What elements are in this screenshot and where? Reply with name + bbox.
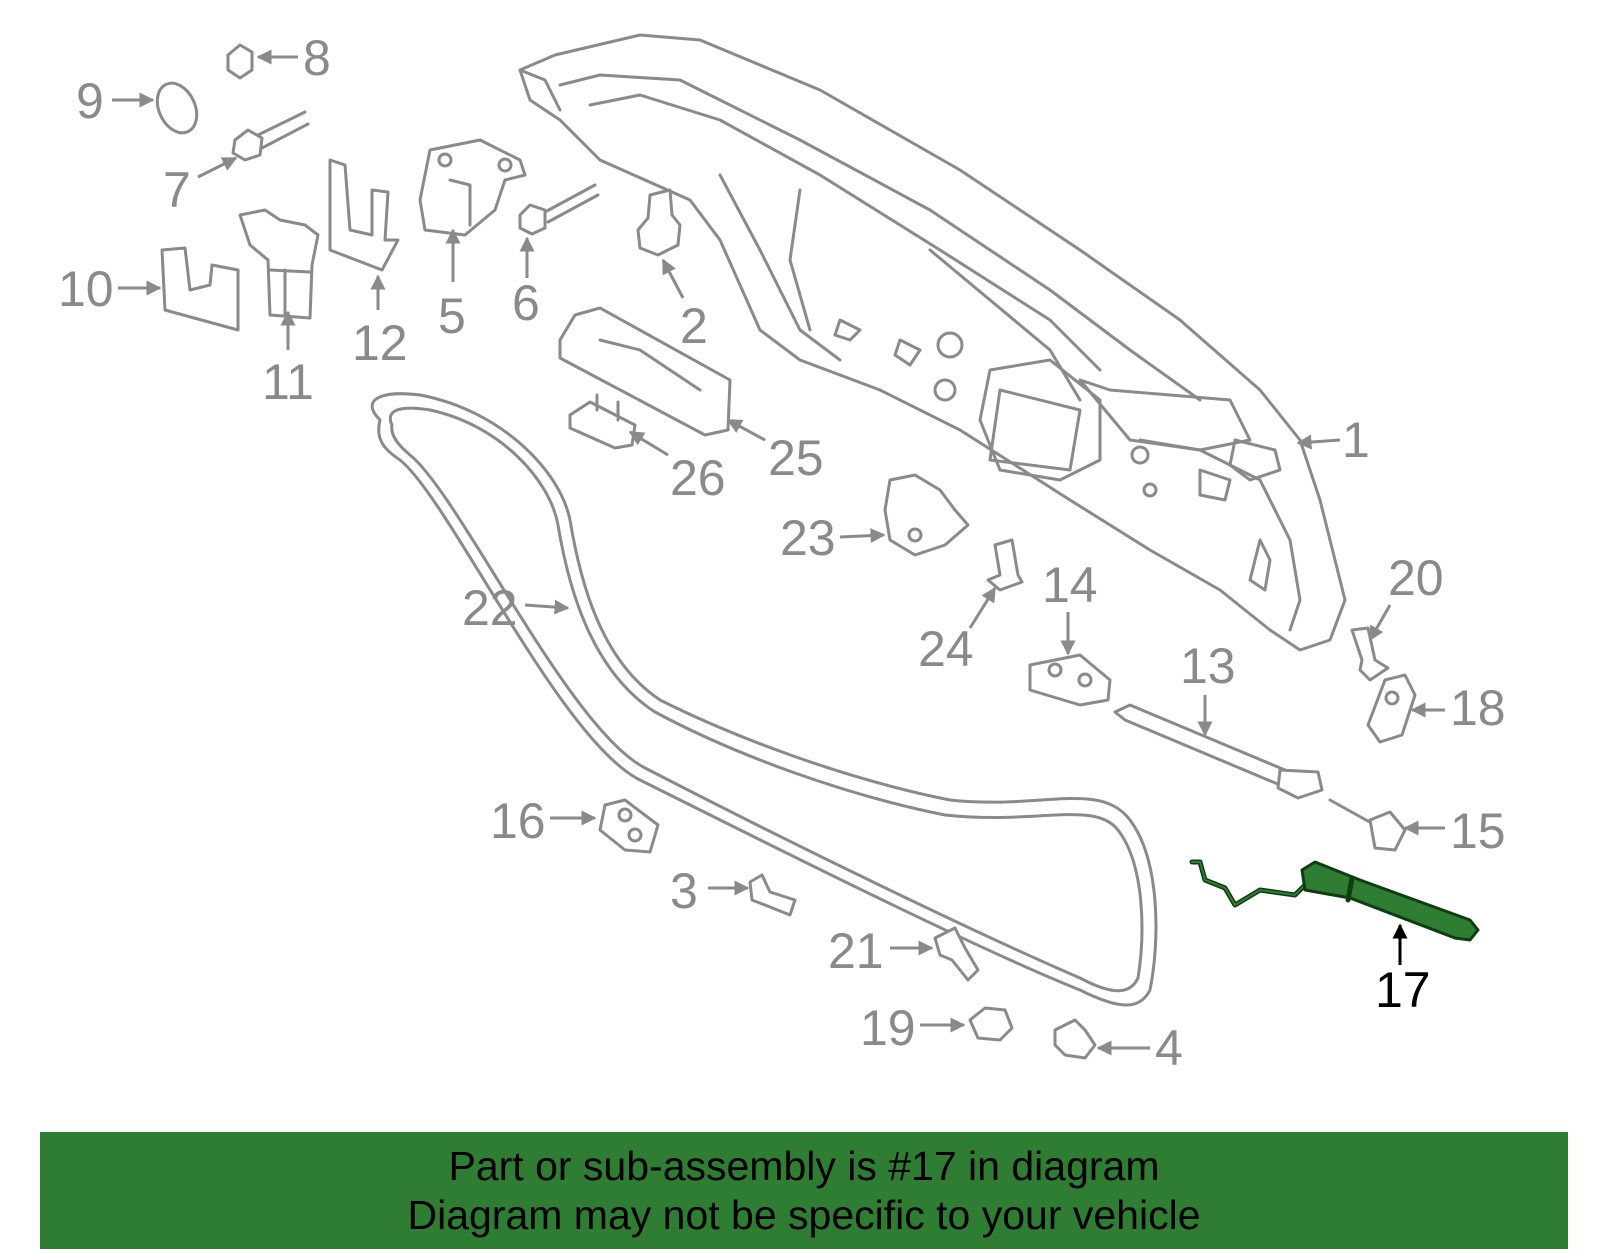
part-16-bumper (598, 798, 660, 854)
part-20-pin (1350, 626, 1390, 682)
callout-18: 18 (1450, 680, 1506, 736)
part-7-bolt (231, 110, 310, 162)
callout-9: 9 (76, 73, 104, 129)
part-10-bracket (160, 246, 240, 332)
callout-6: 6 (512, 275, 540, 331)
callout-3: 3 (670, 863, 698, 919)
footer-line-1: Part or sub-assembly is #17 in diagram (448, 1143, 1160, 1189)
callout-10: 10 (58, 261, 114, 317)
part-18-plate (1366, 673, 1417, 744)
part-9-o-ring (155, 81, 199, 135)
callout-2: 2 (680, 298, 708, 354)
callout-20: 20 (1388, 550, 1444, 606)
callout-13: 13 (1180, 638, 1236, 694)
part-8-cap (226, 43, 254, 80)
callout-21: 21 (828, 923, 884, 979)
footer-banner: Part or sub-assembly is #17 in diagram D… (40, 1132, 1568, 1249)
part-25-latch-housing (558, 306, 732, 437)
leader-arrows (112, 49, 1445, 1056)
callout-25: 25 (768, 430, 824, 486)
part-12-bracket (328, 158, 400, 272)
part-11-latch-bracket (238, 208, 320, 320)
callout-7: 7 (163, 162, 191, 218)
part-22-weatherstrip (370, 392, 1158, 1007)
part-2-bumper (636, 188, 682, 257)
callout-14: 14 (1042, 557, 1098, 613)
part-26-bracket (568, 393, 637, 450)
parts-diagram: 1 2 3 4 5 6 7 8 9 10 11 12 13 14 15 16 1… (58, 30, 1506, 1076)
callout-19: 19 (860, 1000, 916, 1056)
part-4-clip (1053, 1018, 1097, 1060)
part-1-trunk-lid (518, 33, 1347, 652)
callout-4: 4 (1155, 1020, 1183, 1076)
callout-22: 22 (462, 580, 518, 636)
callout-8: 8 (303, 30, 331, 86)
part-3-pin (748, 873, 797, 917)
part-19-clip (968, 1006, 1014, 1042)
callout-15: 15 (1450, 803, 1506, 859)
callout-26: 26 (670, 450, 726, 506)
part-5-hinge-bracket (418, 138, 527, 237)
part-13-strut (1113, 703, 1324, 800)
part-23-latch (883, 473, 970, 557)
callout-11: 11 (262, 354, 314, 410)
callout-1: 1 (1342, 412, 1370, 468)
part-15-ball-stud (1328, 798, 1407, 852)
footer-line-2: Diagram may not be specific to your vehi… (407, 1192, 1201, 1238)
part-6-bolt (518, 183, 600, 236)
part-17-power-strut[interactable] (1189, 859, 1480, 942)
part-14-bracket (1028, 653, 1112, 707)
callout-24: 24 (918, 621, 974, 677)
callout-16: 16 (490, 793, 546, 849)
callout-23: 23 (780, 510, 836, 566)
callout-labels: 1 2 3 4 5 6 7 8 9 10 11 12 13 14 15 16 1… (58, 30, 1506, 1076)
part-21-pin (933, 926, 980, 982)
callout-5: 5 (438, 288, 466, 344)
part-24-pin (986, 538, 1024, 592)
callout-17: 17 (1375, 962, 1431, 1018)
callout-12: 12 (352, 315, 408, 371)
